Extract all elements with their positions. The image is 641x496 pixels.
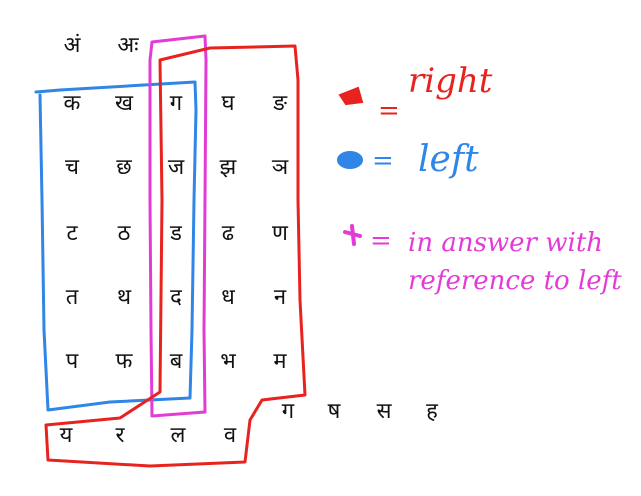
grid-letter: ब [169, 349, 183, 374]
bottom-letter: ह [426, 399, 438, 424]
grid-letter: ट [66, 221, 78, 246]
grid-letter: फ [115, 349, 133, 374]
red-outline [44, 44, 307, 468]
bottom-letter: ष [327, 399, 341, 424]
grid-letter: ड [170, 221, 182, 246]
grid-letter: छ [116, 155, 132, 180]
legend-blue-eq: = [372, 146, 394, 176]
grid-letter: प [65, 349, 79, 374]
grid-letter: द [170, 285, 182, 310]
grid-letter: भ [220, 349, 236, 374]
magenta-marker [343, 224, 362, 246]
grid-letter: क [63, 91, 81, 116]
grid-letter: ज [167, 155, 185, 180]
blue-outline [34, 80, 198, 412]
legend-magenta-eq: = [370, 226, 392, 256]
grid-letter: ग [169, 91, 183, 116]
bottom-letter: स [376, 399, 392, 424]
bottom-letter: व [223, 423, 237, 448]
legend-blue-text: left [418, 139, 479, 180]
grid-letter: न [273, 285, 287, 310]
legend-red-text: right [408, 61, 493, 101]
grid-letter: ढ [221, 221, 235, 246]
grid-letter: ण [272, 221, 288, 246]
grid-letter: त [65, 285, 79, 310]
grid-letter: ञ [271, 155, 289, 180]
grid-letter: ख [115, 91, 133, 116]
legend-red-eq: = [378, 96, 400, 126]
bottom-letter: र [115, 423, 125, 448]
grid-letter: ठ [117, 221, 131, 246]
legend-magenta-text: in answer with reference to left [408, 228, 622, 296]
bottom-letter: ल [170, 423, 186, 448]
top-letter: अः [117, 33, 139, 58]
grid-letter: ङ [272, 91, 288, 116]
grid-letter: थ [116, 285, 132, 310]
red-marker [338, 86, 364, 106]
blue-marker [337, 151, 363, 169]
grid-letter: च [65, 155, 79, 180]
grid-letter: म [273, 349, 287, 374]
bottom-letter: य [59, 423, 73, 448]
bottom-letter: ग [281, 399, 295, 424]
grid-letter: झ [219, 155, 237, 180]
grid-letter: ध [221, 285, 235, 310]
magenta-outline [148, 34, 208, 418]
grid-letter: घ [221, 91, 235, 116]
top-letter: अं [63, 33, 81, 58]
